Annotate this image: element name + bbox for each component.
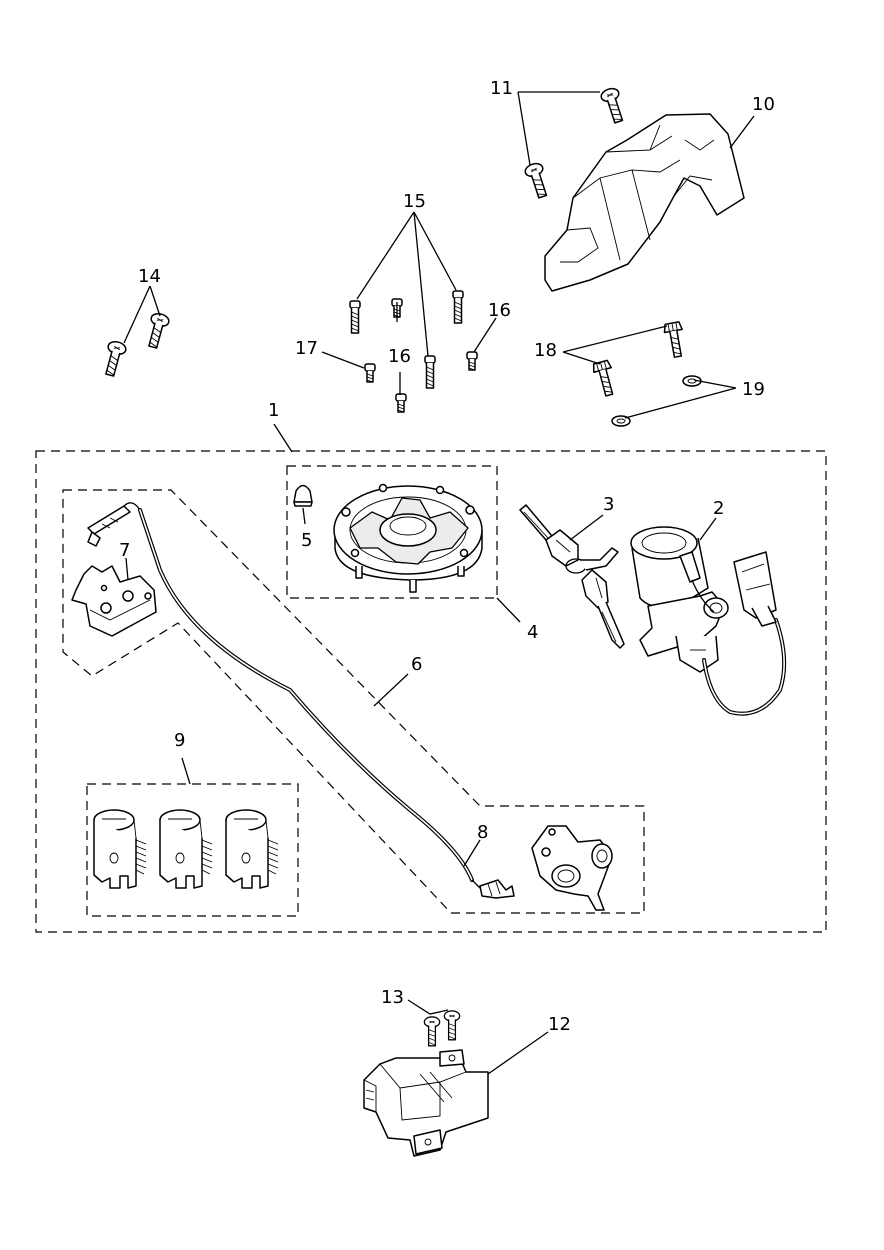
- lock-barrel-part-9a: [93, 809, 147, 889]
- callout-7: 7: [119, 540, 130, 561]
- bolt-part-18b: [592, 359, 614, 397]
- screw-part-13b: [443, 1010, 461, 1041]
- cap-part-5: [293, 484, 313, 507]
- screw-part-14a: [143, 311, 171, 351]
- lock-barrel-part-9b: [159, 809, 213, 889]
- keys-part-3: [519, 504, 625, 649]
- callout-13: 13: [381, 987, 404, 1008]
- screw-part-11a: [598, 85, 628, 126]
- callout-10: 10: [752, 94, 775, 115]
- bolt-part-16c: [395, 393, 407, 413]
- bolt-part-18a: [663, 321, 683, 358]
- callout-11: 11: [490, 78, 513, 99]
- group-box-6: [62, 489, 645, 914]
- screw-part-14b: [100, 339, 128, 379]
- callout-8: 8: [477, 822, 488, 843]
- callout-5: 5: [301, 530, 312, 551]
- callout-19: 19: [742, 379, 765, 400]
- kit-boundary-1: [35, 450, 827, 933]
- callout-15: 15: [403, 191, 426, 212]
- lock-barrel-part-9c: [225, 809, 279, 889]
- callout-2: 2: [713, 498, 724, 519]
- bracket-part-12: [363, 1049, 489, 1157]
- callout-1: 1: [268, 400, 279, 421]
- fuel-cap-part-4: [333, 483, 483, 593]
- latch-part-7: [71, 502, 157, 637]
- bolt-part-17: [364, 363, 376, 383]
- group-box-4: [286, 465, 498, 599]
- callout-16b: 16: [388, 346, 411, 367]
- bolt-part-15c: [424, 355, 436, 389]
- callout-9: 9: [174, 730, 185, 751]
- callout-12: 12: [548, 1014, 571, 1035]
- cable-part-6: [138, 508, 515, 899]
- callout-labels: 1 2 3 4 5 6 7 8 9 10 11 12 13 14 15 16 1…: [119, 78, 775, 1035]
- callout-14: 14: [138, 266, 161, 287]
- screw-part-13a: [423, 1016, 441, 1047]
- group-box-9: [86, 783, 299, 917]
- rear-lock-part-8: [531, 825, 613, 911]
- bolt-part-15a: [349, 300, 361, 334]
- callout-18: 18: [534, 340, 557, 361]
- callout-16a: 16: [488, 300, 511, 321]
- ignition-switch-part-2: [630, 526, 787, 716]
- bolt-part-16b: [466, 351, 478, 371]
- headstock-cover-part-10: [544, 113, 745, 292]
- screw-part-11b: [522, 160, 552, 201]
- callout-6: 6: [411, 654, 422, 675]
- callout-17: 17: [295, 338, 318, 359]
- callout-3: 3: [603, 494, 614, 515]
- callout-4: 4: [527, 622, 538, 643]
- leader-lines: [123, 91, 755, 1075]
- bolt-part-15b: [452, 290, 464, 324]
